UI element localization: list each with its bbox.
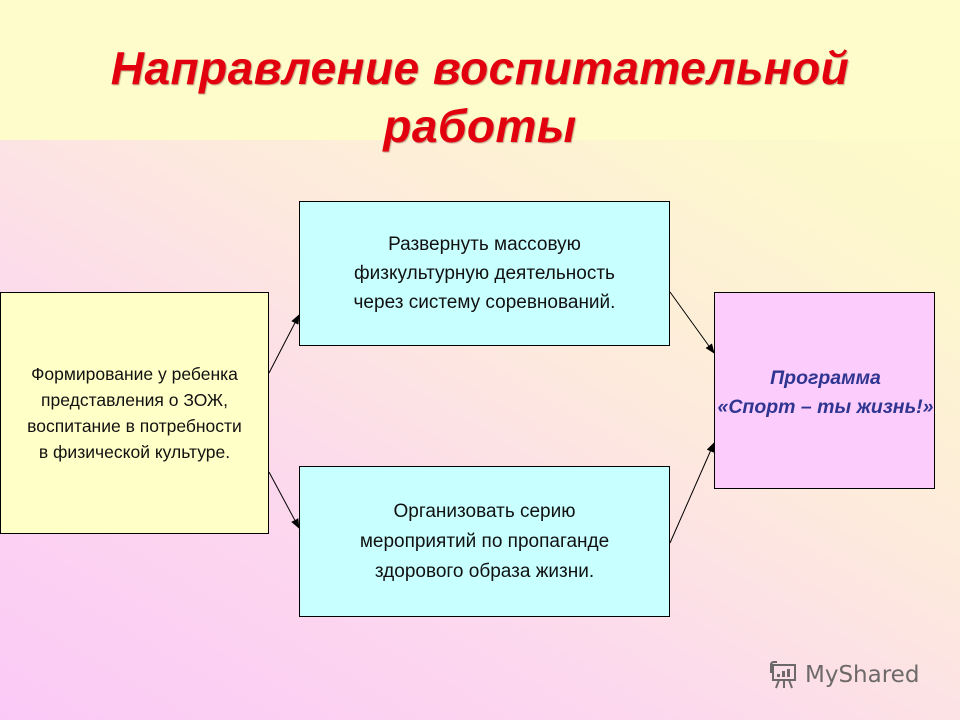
arrow-bottom-to-right (669, 442, 715, 544)
arrow-top-to-right (669, 291, 715, 354)
box-left-text: Формирование у ребенка представления о З… (27, 361, 242, 465)
box-mass-sports-activity: Развернуть массовую физкультурную деятел… (299, 201, 670, 346)
box-top-line: Развернуть массовую (388, 234, 581, 255)
watermark-label: MyShared (805, 662, 920, 688)
box-left-line: Формирование у ребенка (31, 364, 238, 384)
box-right-line: Программа (770, 367, 881, 389)
slide-title: Направление воспитательной работы (0, 39, 960, 155)
box-healthy-lifestyle-formation: Формирование у ребенка представления о З… (0, 292, 269, 534)
box-right-line: «Спорт – ты жизнь!» (717, 396, 934, 418)
box-top-text: Развернуть массовую физкультурную деятел… (354, 230, 616, 317)
arrow-left-to-bottom (268, 471, 300, 529)
box-bottom-line: Организовать серию (393, 500, 576, 522)
box-healthy-lifestyle-events: Организовать серию мероприятий по пропаг… (299, 466, 670, 617)
box-top-line: физкультурную деятельность (354, 263, 615, 284)
slide-title-line-2: работы (383, 99, 577, 152)
box-bottom-text: Организовать серию мероприятий по пропаг… (360, 497, 609, 587)
box-right-text: Программа «Спорт – ты жизнь!» (685, 364, 960, 422)
title-band (0, 0, 960, 140)
box-left-line: в физической культуре. (38, 442, 231, 462)
box-bottom-line: здорового образа жизни. (374, 560, 595, 582)
box-sport-program: Программа «Спорт – ты жизнь!» (714, 292, 935, 489)
myshared-watermark: MyShared (767, 658, 919, 692)
box-top-line: через систему соревнований. (353, 292, 616, 313)
slide-title-line-1: Направление воспитательной (110, 41, 850, 94)
box-left-line: представления о ЗОЖ, (41, 390, 228, 410)
box-bottom-line: мероприятий по пропаганде (359, 530, 610, 552)
arrow-left-to-top (268, 314, 300, 374)
box-left-line: воспитание в потребности (27, 416, 242, 436)
presentation-board-icon (770, 661, 796, 689)
